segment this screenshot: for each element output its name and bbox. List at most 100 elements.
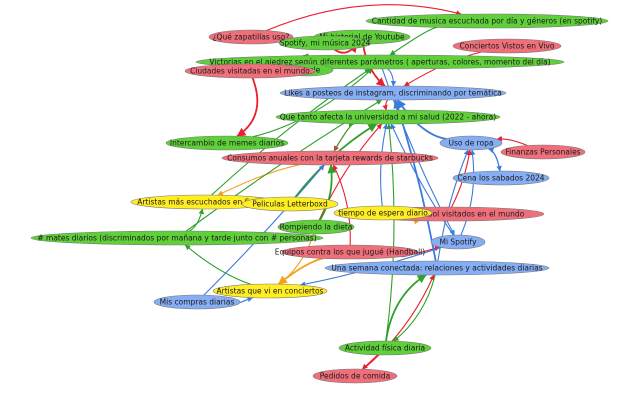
- node-ropa[interactable]: Uso de ropa: [439, 135, 503, 151]
- node-label: Mi historial de Youtube: [319, 33, 405, 42]
- node-shape: [153, 294, 241, 310]
- node-label: tiempo de espera diario: [338, 209, 428, 218]
- node-shape: [184, 63, 316, 79]
- node-conciertos-vistos[interactable]: Conciertos Vistos en Vivo: [452, 38, 562, 54]
- node-label: Equipos contra los que jugué (Handball): [275, 248, 425, 257]
- edge-espera-to-universidad: [380, 123, 389, 207]
- node-label: Ciudades visitadas en el mundo: [190, 67, 310, 76]
- node-shape: [338, 340, 432, 356]
- node-letterboxd[interactable]: Peliculas Letterboxd: [241, 196, 339, 212]
- node-label: Artistas más escuchados en Spotify: [137, 198, 271, 207]
- edge-finanzas-to-ropa: [496, 135, 528, 147]
- node-label: Mis compras diarias: [160, 298, 235, 307]
- node-shape: [241, 196, 339, 212]
- node-label: Likes a posteos de instagram, discrimina…: [284, 89, 502, 98]
- edge-ropa-to-likes: [396, 99, 447, 140]
- node-label: Que tanto afecta la universidad a mi sal…: [280, 113, 496, 122]
- node-shape: [324, 260, 550, 276]
- node-label: Conciertos Vistos en Vivo: [460, 42, 555, 51]
- node-label: Cena los sabados 2024: [457, 174, 544, 183]
- node-shape: [430, 234, 486, 250]
- node-label: Intercambio de memes diarios: [170, 139, 284, 148]
- node-label: ¿Qué zapatillas uso?: [213, 33, 290, 42]
- node-shape: [452, 170, 550, 186]
- edge-cena-to-ropa: [488, 147, 501, 172]
- node-artistas-spotify[interactable]: Artistas más escuchados en Spotify: [130, 194, 278, 210]
- node-shape: [208, 29, 294, 45]
- node-label: # mates diarios (discriminados por mañan…: [37, 234, 316, 243]
- node-layer: Cantidad de musica escuchada por día y g…: [30, 13, 609, 384]
- edge-victorias-to-likes: [387, 68, 397, 87]
- node-shape: [281, 244, 419, 260]
- node-mimusica[interactable]: Spotify, mi música 2024: [278, 35, 372, 51]
- edge-handball-to-starbucks: [332, 164, 351, 246]
- node-shape: [365, 13, 609, 29]
- edge-artistas_spotify-to-victorias: [211, 68, 371, 196]
- node-label: Rompiendo la dieta: [280, 223, 353, 232]
- node-label: Spotify, mi música 2024: [280, 39, 371, 48]
- node-shape: [500, 144, 586, 160]
- node-label: Estadios de futbol visitados en el mundo: [372, 210, 525, 219]
- edge-artistas_conciertos-to-mates: [184, 244, 252, 285]
- node-universidad[interactable]: Que tanto afecta la universidad a mi sal…: [275, 109, 501, 125]
- node-pedidos[interactable]: Pedidos de comida: [312, 368, 398, 384]
- edge-mates-to-artistas_spotify: [188, 208, 204, 232]
- edge-likes-to-universidad: [382, 99, 389, 111]
- node-label: Cantidad de musica escuchada por día y g…: [372, 17, 603, 26]
- node-starbucks[interactable]: Consumos anuales con la tarjeta rewards …: [221, 150, 439, 166]
- node-label: Victorias en el ajedrez según diferentes…: [209, 58, 550, 67]
- node-cantidad[interactable]: Cantidad de musica escuchada por día y g…: [365, 13, 609, 29]
- edge-semana-to-actividad: [393, 274, 436, 342]
- edge-dieta-to-starbucks: [319, 164, 337, 221]
- node-likes[interactable]: Likes a posteos de instagram, discrimina…: [279, 85, 507, 101]
- node-shape: [278, 35, 372, 51]
- node-label: Una semana conectada: relaciones y activ…: [331, 264, 542, 273]
- edge-pedidos-to-semana: [362, 274, 435, 370]
- node-shape: [277, 219, 355, 235]
- edge-mispotify-to-ropa: [460, 149, 476, 236]
- node-finanzas[interactable]: Finanzas Personales: [500, 144, 586, 160]
- node-shape: [221, 150, 439, 166]
- edge-ciudades-to-memes: [236, 77, 259, 137]
- node-espera[interactable]: tiempo de espera diario: [333, 205, 433, 221]
- node-shape: [30, 230, 324, 246]
- node-shape: [333, 205, 433, 221]
- edge-actividad-to-pedidos: [361, 354, 379, 370]
- node-label: Finanzas Personales: [505, 148, 580, 157]
- node-semana[interactable]: Una semana conectada: relaciones y activ…: [324, 260, 550, 276]
- node-shape: [165, 135, 289, 151]
- node-shape: [452, 38, 562, 54]
- edge-actividad-to-universidad: [385, 123, 395, 342]
- edge-starbucks-to-universidad: [333, 121, 355, 152]
- node-actividad[interactable]: Actividad física diaria: [338, 340, 432, 356]
- edge-cantidad-to-victorias: [389, 26, 438, 56]
- node-dieta[interactable]: Rompiendo la dieta: [277, 219, 355, 235]
- node-shape: [439, 135, 503, 151]
- node-label: Actividad física diaria: [345, 344, 425, 353]
- node-mispotify[interactable]: Mi Spotify: [430, 234, 486, 250]
- node-label: Artistas que vi en conciertos: [217, 287, 324, 296]
- node-handball[interactable]: Equipos contra los que jugué (Handball): [275, 244, 425, 260]
- node-memes[interactable]: Intercambio de memes diarios: [165, 135, 289, 151]
- node-shape: [275, 109, 501, 125]
- node-label: Peliculas Letterboxd: [252, 200, 328, 209]
- edge-starbucks-to-artistas_spotify: [217, 164, 301, 196]
- node-mates[interactable]: # mates diarios (discriminados por mañan…: [30, 230, 324, 246]
- edge-semana-to-ropa: [437, 149, 469, 262]
- edge-compras-to-starbucks: [203, 164, 325, 296]
- node-shape: [279, 85, 507, 101]
- node-compras[interactable]: Mis compras diarias: [153, 294, 241, 310]
- node-label: Pedidos de comida: [320, 372, 391, 381]
- edge-zapatillas-to-cantidad: [266, 4, 462, 32]
- node-label: Uso de ropa: [449, 139, 494, 148]
- node-ciudades[interactable]: Ciudades visitadas en el mundo: [184, 63, 316, 79]
- node-shape: [212, 283, 328, 299]
- edge-ropa-to-cena: [488, 148, 502, 172]
- node-label: Consumos anuales con la tarjeta rewards …: [227, 154, 433, 163]
- node-cena[interactable]: Cena los sabados 2024: [452, 170, 550, 186]
- node-label: Mi Spotify: [439, 238, 477, 247]
- node-shape: [312, 368, 398, 384]
- node-artistas-conciertos[interactable]: Artistas que vi en conciertos: [212, 283, 328, 299]
- node-zapatillas[interactable]: ¿Qué zapatillas uso?: [208, 29, 294, 45]
